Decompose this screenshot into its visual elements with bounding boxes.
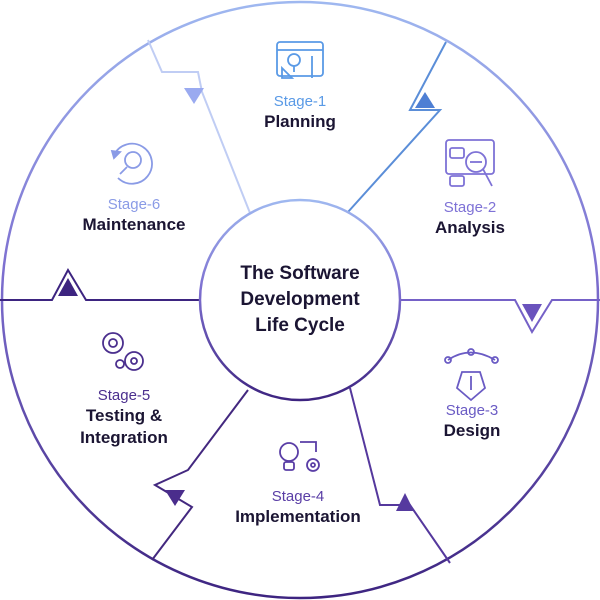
divider-analysis-design	[400, 299, 600, 334]
lightbulb-gear-icon	[279, 441, 320, 472]
stage-1-number: Stage-1	[273, 93, 327, 110]
divider-implementation-testing	[151, 389, 249, 561]
stage-6-label: Stage-6 Maintenance	[83, 196, 186, 236]
center-title-line-1: The Software	[240, 263, 360, 284]
stage-1-name: Planning	[264, 112, 336, 131]
stage-1-label: Stage-1 Planning	[264, 93, 336, 133]
maintenance-cycle-icon	[110, 142, 153, 185]
stage-6-number: Stage-6	[107, 196, 161, 213]
divider-testing-maintenance	[0, 267, 200, 301]
divider-design-implementation	[349, 387, 451, 564]
stage-6-name: Maintenance	[82, 215, 186, 234]
divider-planning-maintenance	[147, 39, 251, 214]
divider-planning-analysis	[347, 41, 447, 213]
stage-5-name-line-1: Testing &	[85, 406, 163, 425]
gears-icon	[102, 332, 144, 371]
stage-2-label: Stage-2 Analysis	[435, 199, 505, 239]
center-circle	[198, 198, 402, 402]
arrow-marker-4	[396, 493, 414, 511]
stage-5-label: Stage-5 Testing & Integration	[80, 387, 168, 449]
stage-4-number: Stage-4	[271, 488, 325, 505]
arrow-marker-2	[415, 92, 435, 108]
center-title: The Software Development Life Cycle	[225, 261, 375, 339]
stage-2-number: Stage-2	[443, 199, 497, 216]
stage-2-name: Analysis	[435, 218, 505, 237]
stage-3-name: Design	[443, 421, 501, 440]
arrow-marker-3	[522, 304, 542, 322]
stage-3-number: Stage-3	[445, 402, 499, 419]
center-title-line-3: Life Cycle	[255, 315, 345, 336]
arrow-marker-1	[184, 88, 204, 104]
stage-5-name-line-2: Integration	[80, 428, 168, 447]
blueprint-icon	[276, 41, 324, 79]
arrow-marker-6	[58, 278, 78, 296]
center-title-line-2: Development	[240, 289, 360, 310]
stage-4-label: Stage-4 Implementation	[235, 488, 361, 528]
stage-4-name: Implementation	[235, 507, 361, 526]
analysis-icon	[445, 139, 495, 187]
stage-3-label: Stage-3 Design	[444, 402, 501, 442]
stage-5-number: Stage-5	[97, 387, 151, 404]
pen-tool-icon	[444, 348, 499, 402]
arrow-marker-5	[165, 490, 185, 506]
